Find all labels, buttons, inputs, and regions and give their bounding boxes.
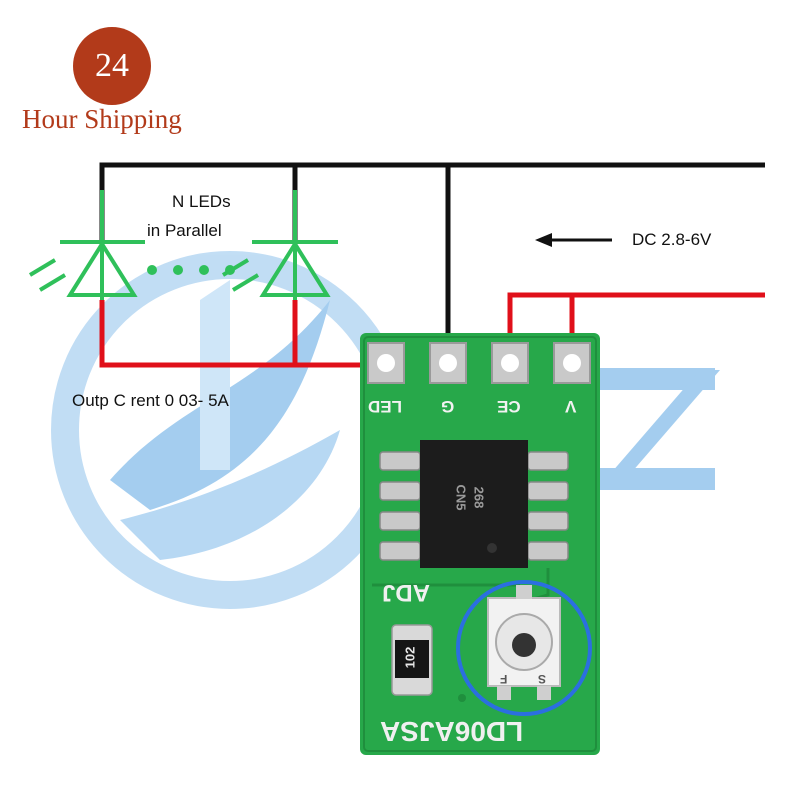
pot-mark-f: F <box>500 672 508 686</box>
led-symbol-right <box>221 190 338 300</box>
pcb-pads <box>367 342 591 384</box>
pin-label-g: G <box>441 397 455 416</box>
ic-marking-line1: CN5 <box>453 484 469 511</box>
via-dot <box>458 694 466 702</box>
shipping-badge: 24 <box>73 27 151 105</box>
adj-label: ADJ <box>382 579 431 606</box>
pin-label-led: LED <box>368 397 402 416</box>
pot-mark-s: S <box>538 672 547 686</box>
output-current-label: Outp C rent 0 03- 5A <box>72 391 229 410</box>
pin-label-v: V <box>565 397 577 416</box>
led-symbol-left <box>28 190 145 300</box>
pin-label-ce: CE <box>497 397 521 416</box>
input-arrow <box>535 233 612 247</box>
ic-chip <box>379 440 569 568</box>
parallel-label: in Parallel <box>147 221 222 240</box>
smd-resistor <box>391 624 433 696</box>
board-model-label: LD06AJSA <box>380 716 524 747</box>
parallel-dots <box>147 265 235 275</box>
potentiometer-highlight-circle <box>456 580 592 716</box>
ic-marking-line2: 268 <box>471 486 487 509</box>
shipping-caption: Hour Shipping <box>22 104 182 134</box>
leds-label: N LEDs <box>172 192 231 211</box>
resistor-code: 102 <box>402 646 418 669</box>
trim-potentiometer <box>487 585 561 700</box>
dc-voltage-label: DC 2.8-6V <box>632 230 712 249</box>
badge-number: 24 <box>95 47 129 84</box>
